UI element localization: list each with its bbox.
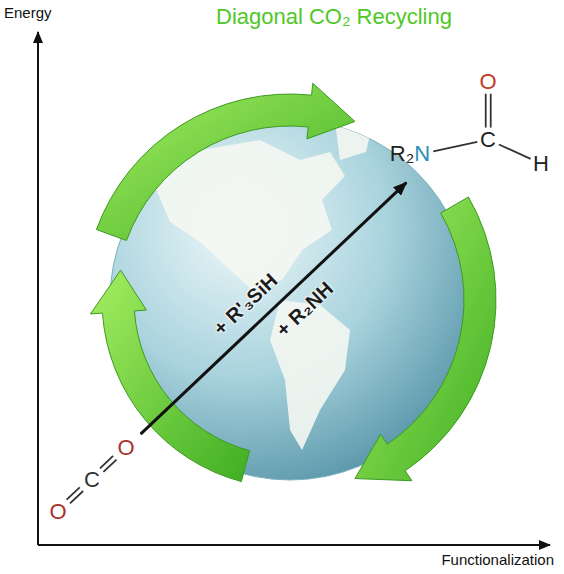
atom-label: O xyxy=(479,69,496,94)
functionalization-axis xyxy=(38,544,550,546)
atom-label: N xyxy=(414,141,430,166)
chemical-bond xyxy=(485,94,487,128)
chemical-bond xyxy=(433,142,477,151)
reaction-arrow xyxy=(141,183,407,434)
chemical-bond xyxy=(100,456,113,468)
recycle-arrow xyxy=(355,197,496,481)
land-masses xyxy=(150,122,372,450)
atom-label: R₂ xyxy=(390,141,414,166)
chemical-bond xyxy=(490,94,492,128)
axis-label: Functionalization xyxy=(441,551,554,568)
atom-label: C xyxy=(84,467,100,492)
atom-label: C xyxy=(480,127,496,152)
atom-label: O xyxy=(49,499,66,524)
title: Diagonal CO₂ Recycling xyxy=(216,4,452,29)
chemical-bond xyxy=(104,460,117,472)
molecule: R₂N C O H xyxy=(384,63,555,182)
atom-label: H xyxy=(533,151,549,176)
recycle-arrows xyxy=(90,83,496,481)
chemical-bond xyxy=(70,491,83,503)
chemical-bond xyxy=(499,145,531,159)
molecule: OCO xyxy=(43,429,140,530)
chemical-bond xyxy=(67,488,80,500)
energy-axis xyxy=(37,32,39,545)
recycle-arrow xyxy=(90,270,249,481)
atom-label: O xyxy=(117,435,134,460)
recycle-arrow xyxy=(96,83,355,240)
axis-label: Energy xyxy=(4,4,52,21)
